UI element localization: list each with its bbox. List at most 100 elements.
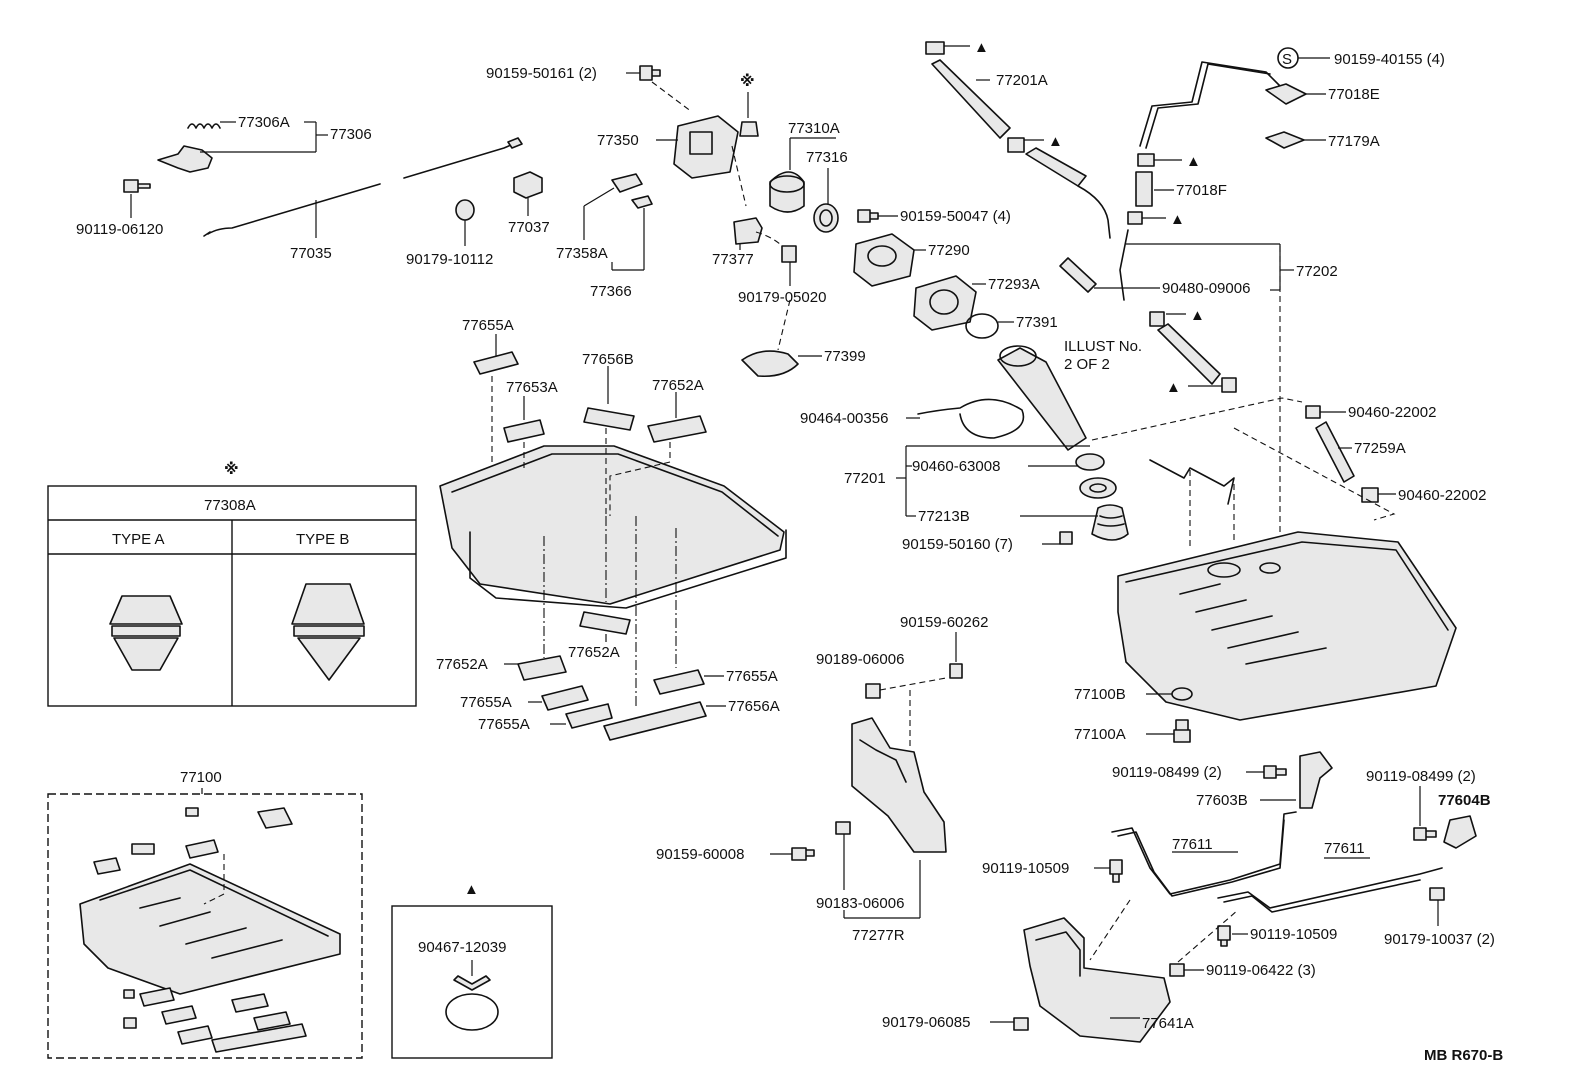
- filler-pipe-part-77201: [997, 347, 1087, 451]
- breather-tube-part-77202: [1119, 229, 1129, 301]
- bolt-part-90119-08499-a: [1263, 765, 1287, 779]
- fuel-tank-center: 77655A 77653A 77656B 77652A 77652A 77652…: [436, 317, 787, 741]
- label-90159-50161: 90159-50161 (2): [486, 65, 597, 82]
- label-77656A: 77656A: [728, 698, 780, 715]
- illust-note-line2: 2 OF 2: [1064, 356, 1110, 373]
- label-77306A: 77306A: [238, 114, 290, 131]
- lever-part-77306: [157, 145, 213, 173]
- label-77293A: 77293A: [988, 276, 1040, 293]
- hose-part-77201A: [931, 59, 1011, 139]
- label-77655A-right: 77655A: [726, 668, 778, 685]
- pad-part-77653A: [503, 419, 545, 443]
- clamp-part-90460-22002-b: [1361, 487, 1379, 503]
- label-90119-10509-b: 90119-10509: [1250, 926, 1337, 943]
- label-90460-22002-a: 90460-22002: [1348, 404, 1436, 421]
- label-90179-10112: 90179-10112: [406, 251, 493, 268]
- latch-spring-part: [631, 195, 653, 209]
- bumper-type-b: [291, 583, 365, 625]
- label-77652A-top: 77652A: [652, 377, 704, 394]
- hose-part-lower: [1157, 323, 1221, 385]
- vent-pipe-part: [1139, 61, 1283, 147]
- table-title: 77308A: [204, 497, 256, 514]
- tank-body-right: [1117, 531, 1457, 721]
- kome-symbol-table: ※: [224, 460, 239, 478]
- bumper-type-a: [109, 595, 183, 625]
- label-77377: 77377: [712, 251, 754, 268]
- mini-tank: [79, 863, 341, 995]
- boot-part-77213B: [1091, 504, 1129, 541]
- label-77611-a: 77611: [1172, 836, 1213, 853]
- strap-part-77611-a: [1111, 811, 1297, 895]
- tank-assy-box-77100: 77100: [47, 769, 363, 1059]
- clamp-part-90460-63008: [1075, 453, 1105, 471]
- label-77202: 77202: [1296, 263, 1338, 280]
- nut-part-90179-06085: [1013, 1017, 1029, 1031]
- label-77655A-l1: 77655A: [460, 694, 512, 711]
- band-part-90464-00356: [917, 398, 1025, 439]
- hose-clamp-top: [925, 41, 945, 55]
- screw-part-90159-60008: [791, 847, 815, 861]
- nut-part-90179-05020: [781, 245, 797, 263]
- hose-part-77018F: [1135, 171, 1153, 207]
- label-90179-10037: 90179-10037 (2): [1384, 931, 1495, 948]
- label-77201: 77201: [844, 470, 886, 487]
- triangle-mark-box: ▲: [464, 881, 479, 898]
- label-90159-50160: 90159-50160 (7): [902, 536, 1013, 553]
- label-77641A: 77641A: [1142, 1015, 1194, 1032]
- label-77652A-mid: 77652A: [568, 644, 620, 661]
- label-90183-06006: 90183-06006: [816, 895, 904, 912]
- bolt-part-90119-08499-b: [1413, 827, 1437, 841]
- label-77035: 77035: [290, 245, 332, 262]
- cushion-part-77100A: [1173, 719, 1191, 743]
- lid-hinge-group: 90159-50161 (2) 77350 ※ 77358A 77366 773…: [486, 65, 866, 378]
- pad-part-77656A: [603, 701, 707, 741]
- triangle-mark-3: ▲: [1186, 153, 1201, 170]
- fuel-tank-right: 77100B 77100A: [1074, 459, 1457, 743]
- breather-pipe-part: [1025, 147, 1087, 187]
- pad-part-77652A-top: [647, 415, 707, 443]
- label-77277R: 77277R: [852, 927, 905, 944]
- grommet-part-77179A: [1265, 131, 1305, 149]
- gasket-part-77316: [813, 203, 839, 233]
- pad-part-77655A-top: [473, 351, 519, 375]
- label-77399: 77399: [824, 348, 866, 365]
- latch-part-77358A: [611, 173, 643, 193]
- triangle-mark-4: ▲: [1170, 211, 1185, 228]
- kome-symbol-top: ※: [740, 72, 755, 90]
- label-77366: 77366: [590, 283, 632, 300]
- triangle-mark-2: ▲: [1048, 133, 1063, 150]
- label-90119-06120: 90119-06120: [76, 221, 163, 238]
- label-77655A-top: 77655A: [462, 317, 514, 334]
- cable-part-77035: [207, 183, 381, 235]
- label-90159-50047: 90159-50047 (4): [900, 208, 1011, 225]
- triangle-mark-1: ▲: [974, 39, 989, 56]
- bolt-part-90119-06422: [1169, 963, 1185, 977]
- screw-part-90159-60262: [949, 663, 963, 679]
- triangle-mark-6: ▲: [1166, 379, 1181, 396]
- label-77653A: 77653A: [506, 379, 558, 396]
- label-90464-00356: 90464-00356: [800, 410, 888, 427]
- table-type-b: TYPE B: [296, 531, 349, 548]
- screw-part-90159-50161: [639, 65, 661, 81]
- table-type-a: TYPE A: [112, 531, 165, 548]
- label-90460-63008: 90460-63008: [912, 458, 1000, 475]
- clip-part-77037: [513, 171, 543, 199]
- s-symbol-text: S: [1282, 51, 1292, 68]
- label-77656B: 77656B: [582, 351, 634, 368]
- label-90159-40155: 90159-40155 (4): [1334, 51, 1445, 68]
- nut-part-90179-10037: [1429, 887, 1445, 901]
- tank-straps-group: 90119-08499 (2) 77603B 90119-08499 (2) 7…: [882, 751, 1495, 1043]
- hinge-plate-part-77350: [673, 115, 739, 179]
- tank-bracket-right: [1149, 459, 1235, 505]
- filler-housing-part-77290: [853, 233, 915, 287]
- pad-part-77656B: [583, 407, 635, 431]
- bolt-part-90119-10509-b: [1217, 925, 1231, 947]
- hose-part-77259A: [1315, 421, 1355, 483]
- clamp-part-90460-22002-a: [1305, 405, 1321, 419]
- pad-part-77655A-l2: [565, 703, 613, 729]
- gasket-part-neck: [1079, 477, 1117, 499]
- hose-part-90480-09006: [1059, 257, 1097, 293]
- label-90480-09006: 90480-09006: [1162, 280, 1250, 297]
- grommet-part-77018E: [1265, 83, 1307, 105]
